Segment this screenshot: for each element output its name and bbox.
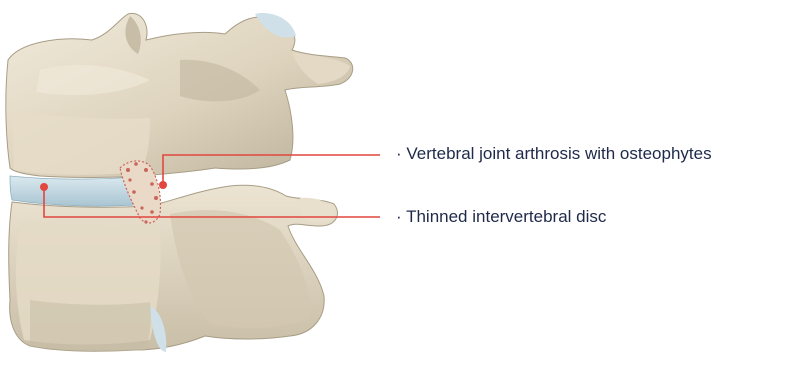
marker-disc — [40, 183, 48, 191]
label-vertebral-joint-arthrosis: · Vertebral joint arthrosis with osteoph… — [396, 144, 712, 164]
label-thinned-disc: · Thinned intervertebral disc — [396, 207, 606, 227]
marker-arthrosis — [159, 181, 167, 189]
upper-vertebra — [6, 13, 353, 178]
lower-vertebra — [9, 185, 338, 352]
